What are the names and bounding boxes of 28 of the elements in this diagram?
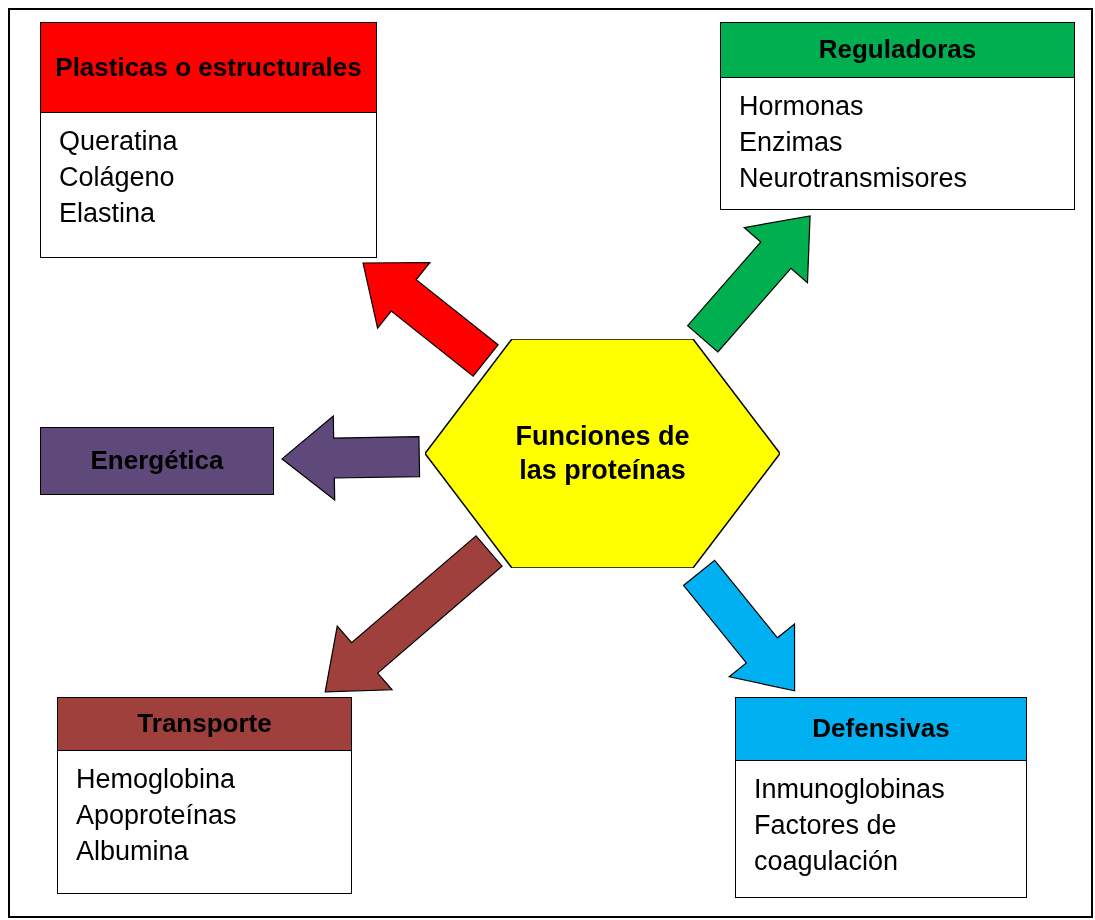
list-item: Colágeno [59,161,176,194]
category-heading: Defensivas [812,714,950,744]
list-item: Hormonas [739,90,865,123]
category-box [735,697,1027,898]
block-arrow [324,535,503,693]
category-box [57,697,352,894]
category-box [40,22,377,258]
category-heading: Reguladoras [818,35,977,65]
category-box [40,427,274,495]
list-item: Albumina [76,835,190,868]
block-arrow [281,414,421,502]
category-heading: Energética [90,446,224,476]
list-item: Enzimas [739,126,844,159]
category-box [720,22,1075,210]
list-item: Inmunoglobinas [754,773,946,806]
block-arrow [362,261,499,377]
category-heading: Transporte [137,709,272,739]
block-arrow [682,559,796,692]
list-item: Hemoglobina [76,763,237,796]
list-item: Neurotransmisores [739,162,969,195]
list-item: Apoproteínas [76,799,238,832]
category-heading: Plasticas o estructurales [55,52,362,83]
hexagon-node [425,339,780,568]
list-item: Queratina [59,125,179,158]
list-item: Elastina [59,197,157,230]
block-arrow [686,215,811,353]
center-title: Funciones de las proteínas [514,419,691,487]
list-item: Factores de coagulación [754,809,900,878]
